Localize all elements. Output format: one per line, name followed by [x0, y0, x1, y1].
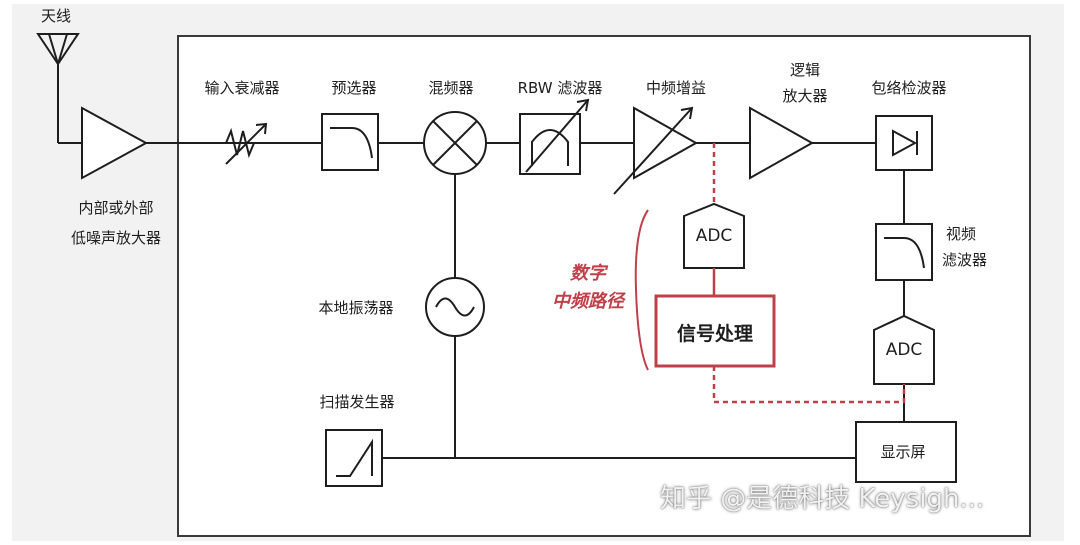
signal-processing-shape	[654, 294, 776, 368]
envelope-detector-label: 包络检波器	[871, 79, 947, 97]
display-shape	[855, 421, 957, 483]
adc-video-label: ADC	[885, 340, 923, 360]
log-amplifier-symbol	[749, 106, 815, 180]
mixer-label: 混频器	[428, 79, 474, 97]
lna-amplifier-symbol	[81, 106, 149, 180]
if-gain-amplifier-symbol	[613, 106, 699, 195]
log-amp-label-line2: 放大器	[782, 87, 828, 105]
antenna-icon	[36, 33, 82, 144]
video-filter-label-line2: 滤波器	[942, 251, 988, 269]
digital-if-path	[634, 143, 906, 404]
digital-if-label-line2: 中频路径	[552, 291, 624, 312]
preselector-label: 预选器	[331, 79, 377, 97]
signal-processing-label: 信号处理	[676, 323, 754, 345]
preselector-filter-symbol	[321, 113, 379, 171]
sweep-generator-label: 扫描发生器	[319, 393, 395, 411]
video-filter-label-line1: 视频	[946, 225, 977, 243]
local-oscillator-symbol	[425, 277, 485, 337]
mixer-symbol	[423, 111, 487, 175]
digital-if-label-line1: 数字	[570, 263, 606, 284]
log-amp-label-line1: 逻辑	[789, 61, 821, 79]
attenuator-symbol	[218, 122, 268, 165]
rbw-filter-symbol	[519, 98, 590, 175]
if-gain-label: 中频增益	[645, 79, 707, 97]
lna-label-line2: 低噪声放大器	[70, 229, 162, 247]
lna-label-line1: 内部或外部	[78, 199, 154, 217]
video-filter-symbol	[875, 223, 933, 281]
display-label: 显示屏	[880, 443, 926, 461]
adc-video-shape	[873, 314, 935, 385]
sweep-generator-symbol	[325, 429, 383, 487]
antenna-label: 天线	[41, 7, 72, 25]
local-oscillator-label: 本地振荡器	[318, 299, 394, 317]
rbw-filter-label: RBW 滤波器	[517, 79, 603, 97]
input-attenuator-label: 输入衰减器	[204, 79, 280, 97]
adc-digital-label: ADC	[695, 226, 733, 246]
envelope-detector-symbol	[875, 115, 933, 171]
adc-digital-shape	[683, 202, 745, 269]
watermark-text: 知乎 @是德科技 Keysigh...	[660, 484, 985, 514]
